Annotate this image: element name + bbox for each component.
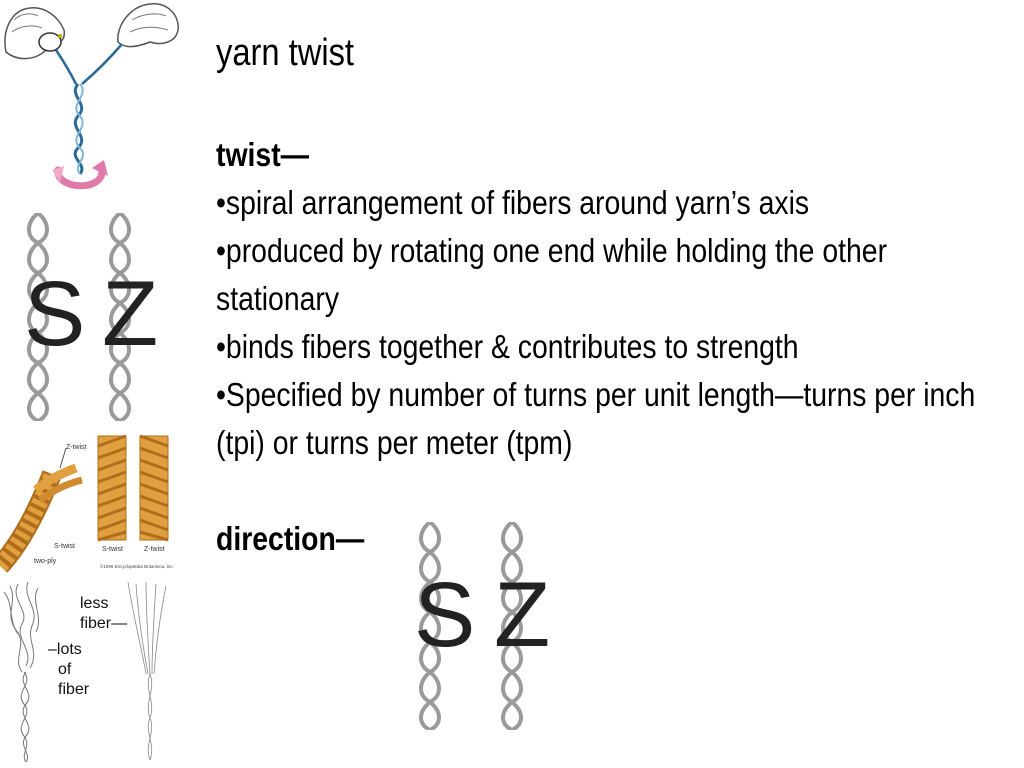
z-twist-letter: Z [102,263,158,365]
bullet-item: •binds fibers together & contributes to … [216,328,799,365]
direction-heading: direction— [216,520,365,557]
two-ply-label: two-ply [34,558,57,565]
s-twist-letter: S [414,564,475,666]
twist-heading: twist— [216,136,310,173]
lots-of-fiber-label: fiber [58,681,90,698]
slide-content: twist— •spiral arrangement of fibers aro… [216,131,990,563]
less-fiber-label: fiber— [80,615,127,632]
s-twist-label: S-twist [54,543,75,550]
yarn-ball-icon [38,32,62,52]
slide-title: yarn twist [216,32,355,74]
copyright-notice: ©1996 Encyclopædia Britannica, Inc. [100,563,174,569]
hands-twisting-yarn-illustration [4,3,179,190]
s-twist-caption: S-twist [102,546,123,553]
fiber-amount-comparison-illustration: less fiber— –lots of fiber [3,581,167,763]
z-twist-label: Z-twist [66,444,87,451]
sz-twist-diagram-small: S Z [24,213,158,421]
bullet-item: •spiral arrangement of fibers around yar… [216,184,810,221]
s-twist-letter: S [24,263,85,365]
z-twist-letter: Z [494,564,550,666]
bullet-item: •Specified by number of turns per unit l… [216,376,976,461]
two-ply-rope-illustration: Z-twist S-twist two-ply S-twist Z-twist … [0,434,174,573]
less-fiber-label: less [80,595,108,612]
z-twist-caption: Z-twist [144,546,165,553]
sz-twist-diagram-large: S Z [414,522,550,730]
right-hand-icon [117,3,179,48]
lots-of-fiber-label: of [58,661,72,678]
bullet-item: •produced by rotating one end while hold… [216,232,888,317]
left-hand-icon [4,7,66,60]
lots-of-fiber-label: –lots [48,641,82,658]
